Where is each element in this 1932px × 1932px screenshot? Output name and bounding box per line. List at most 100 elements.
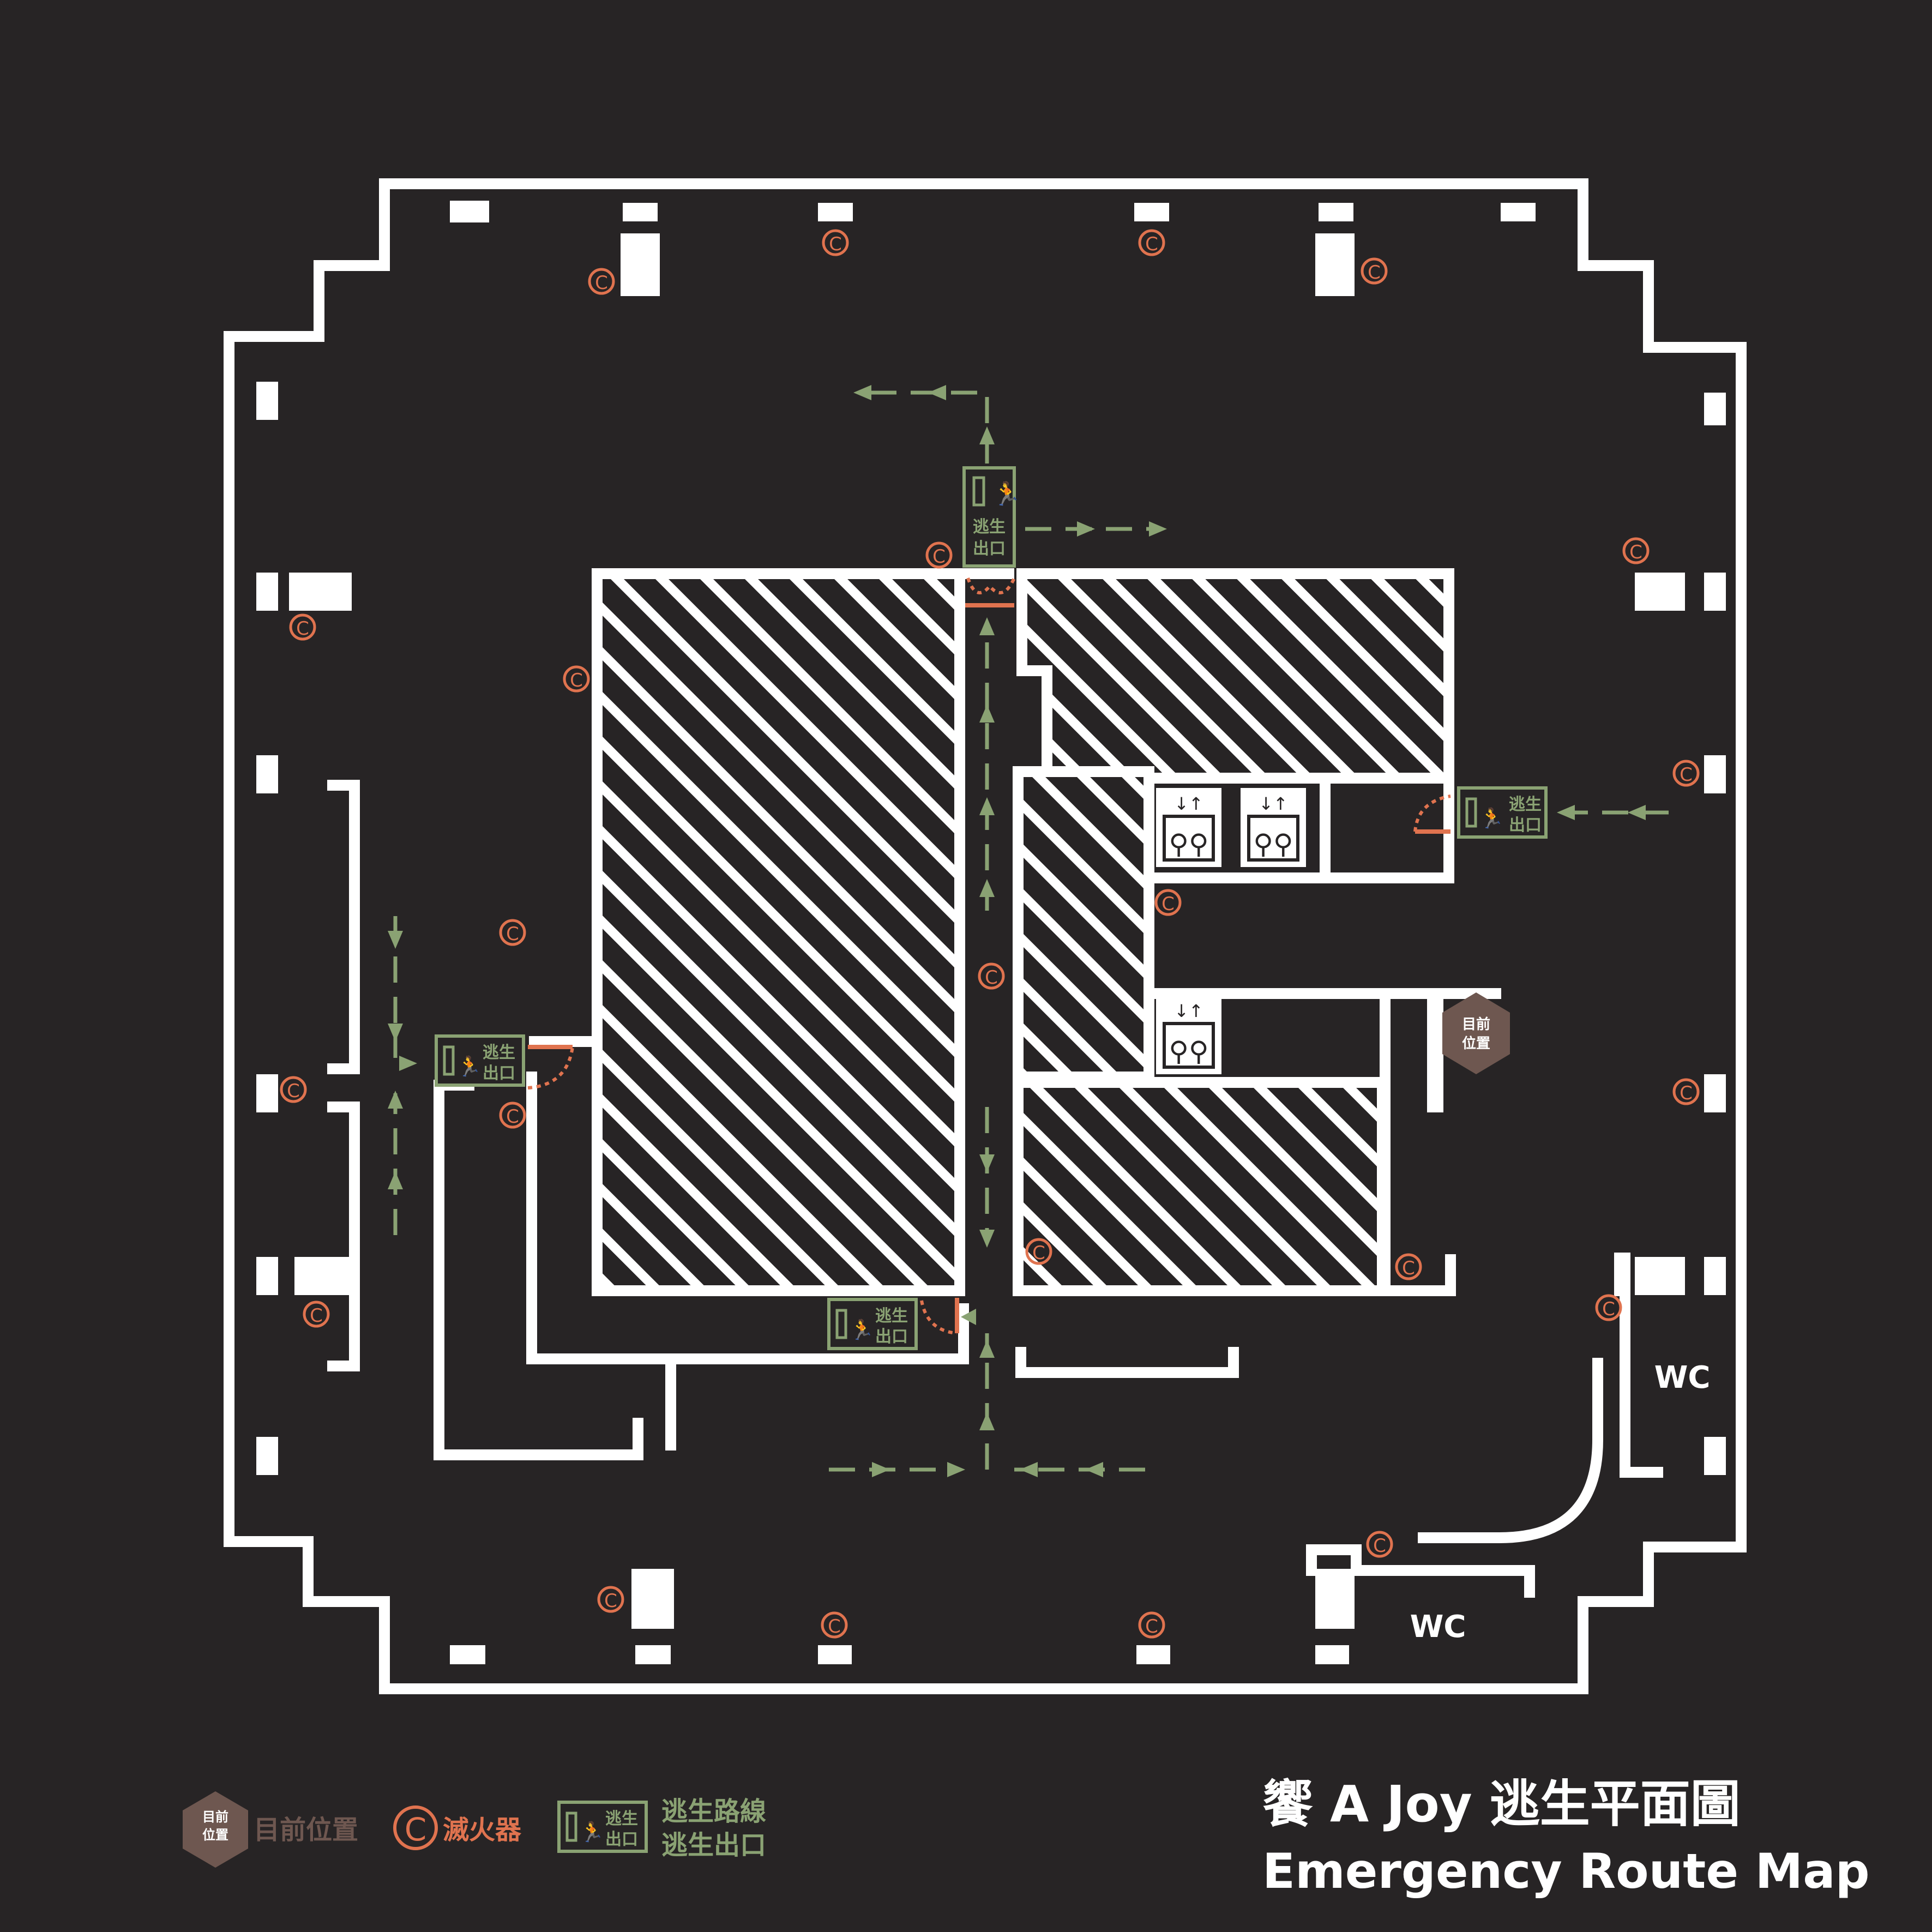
svg-text:C: C (1032, 1242, 1045, 1264)
svg-text:C: C (595, 272, 608, 294)
svg-text:⚲⚲: ⚲⚲ (1169, 828, 1208, 860)
elevator-icon: ↓↑ ⚲⚲ (1156, 995, 1221, 1074)
svg-text:C: C (506, 1106, 519, 1128)
fire-extinguisher-icon: C (978, 962, 1005, 990)
fire-extinguisher-icon: C (1672, 1078, 1700, 1105)
svg-text:🏃: 🏃 (1479, 807, 1504, 830)
svg-text:逃生: 逃生 (875, 1307, 908, 1326)
svg-text:逃生路線: 逃生路線 (661, 1796, 766, 1827)
fire-extinguisher-icon: C (1595, 1294, 1622, 1321)
emergency-exit-icon: 🏃 (992, 480, 1021, 507)
elevator-icon: ↓↑ ⚲⚲ (1241, 788, 1306, 867)
svg-text:逃生: 逃生 (483, 1043, 515, 1062)
fire-extinguisher-icon: C (597, 1586, 624, 1613)
svg-text:🏃: 🏃 (580, 1821, 604, 1844)
svg-text:C: C (1373, 1535, 1386, 1557)
svg-text:出口: 出口 (973, 539, 1006, 558)
fire-extinguisher-icon: C (1138, 229, 1165, 256)
svg-text:出口: 出口 (875, 1327, 908, 1346)
svg-text:目前: 目前 (1462, 1016, 1490, 1033)
svg-text:滅火器: 滅火器 (443, 1815, 522, 1845)
columns (256, 201, 1726, 1664)
svg-text:逃生: 逃生 (1509, 795, 1542, 814)
svg-text:C: C (1680, 1082, 1693, 1104)
doors (527, 577, 1451, 1335)
svg-text:↓↑: ↓↑ (1174, 793, 1203, 814)
fire-extinguisher-icon: C (1622, 537, 1650, 564)
svg-text:C: C (296, 618, 309, 640)
svg-text:C: C (1602, 1298, 1615, 1320)
svg-text:↓↑: ↓↑ (1174, 1001, 1203, 1021)
svg-text:C: C (1680, 764, 1693, 786)
svg-text:C: C (506, 923, 519, 945)
fire-extinguisher-icon: C (1361, 257, 1388, 285)
svg-text:C: C (570, 670, 583, 691)
fire-extinguisher-icon: C (925, 541, 953, 569)
fire-extinguisher-icon: C (822, 229, 849, 256)
fire-extinguisher-icon: C (1395, 1253, 1422, 1280)
legend: 目前 位置 目前位置 C 滅火器 🏃 逃生 出口 逃生路線 逃生出口 (183, 1791, 766, 1868)
legend-current-location: 目前 位置 目前位置 (183, 1791, 358, 1868)
svg-text:C: C (604, 1590, 617, 1612)
svg-text:⚲⚲: ⚲⚲ (1169, 1036, 1208, 1067)
building-outline (224, 178, 1747, 1694)
fire-extinguisher-icon: C (1366, 1531, 1393, 1558)
elevator-icon: ↓↑ ⚲⚲ (1156, 788, 1221, 867)
svg-text:↓↑: ↓↑ (1259, 793, 1288, 814)
exit-sign: 🏃 逃生 出口 (435, 1034, 525, 1087)
escape-routes (393, 390, 1669, 1472)
fire-extinguisher-icon: C (499, 919, 526, 946)
svg-text:目前位置: 目前位置 (254, 1815, 358, 1845)
fire-extinguisher-icon: C (289, 613, 316, 641)
svg-text:C: C (1161, 893, 1175, 915)
title-zh: 饗 A Joy 逃生平面圖 (1262, 1775, 1741, 1833)
interior-walls (327, 568, 1663, 1598)
current-location-icon: 目前 位置 (1442, 992, 1510, 1074)
svg-text:C: C (1145, 1616, 1158, 1638)
svg-text:C: C (829, 233, 842, 255)
core-blocks (592, 568, 1454, 1296)
svg-text:位置: 位置 (202, 1827, 228, 1843)
fire-extinguisher-icon: C (1025, 1238, 1052, 1265)
fire-extinguisher-icon: C (1672, 760, 1700, 787)
fire-extinguisher-icon: C (821, 1611, 848, 1639)
svg-text:C: C (1402, 1257, 1415, 1279)
fire-extinguisher-icon: C (563, 665, 590, 693)
svg-text:C: C (985, 967, 998, 989)
svg-text:🏃: 🏃 (457, 1055, 482, 1078)
svg-text:C: C (1629, 541, 1642, 563)
svg-text:C: C (310, 1305, 323, 1327)
exit-sign: 🏃 逃生 出口 (962, 466, 1021, 568)
exit-sign: 🏃 逃生 出口 (827, 1298, 918, 1350)
svg-text:逃生: 逃生 (605, 1809, 638, 1828)
legend-extinguisher: C 滅火器 (393, 1805, 522, 1850)
svg-text:C: C (287, 1080, 300, 1102)
wc-label: WC (1410, 1609, 1466, 1645)
exit-sign: 🏃 逃生 出口 (1457, 786, 1548, 839)
fire-extinguisher-icon: C (1154, 889, 1182, 916)
fire-extinguisher-icon: C (280, 1076, 307, 1103)
svg-text:🏃: 🏃 (850, 1319, 874, 1341)
elevators: ↓↑ ⚲⚲ ↓↑ ⚲⚲ ↓↑ ⚲⚲ (1156, 788, 1306, 1074)
fire-extinguisher-icon: C (1138, 1611, 1165, 1639)
svg-text:出口: 出口 (483, 1064, 515, 1083)
title-en: Emergency Route Map (1262, 1843, 1870, 1899)
legend-exit: 🏃 逃生 出口 逃生路線 逃生出口 (557, 1796, 766, 1861)
svg-text:位置: 位置 (1462, 1035, 1490, 1052)
fire-extinguisher-icon: C (303, 1301, 330, 1328)
svg-text:C: C (932, 546, 946, 568)
svg-text:C: C (828, 1616, 841, 1638)
escape-route-arrowheads (388, 385, 1646, 1477)
wc-label: WC (1654, 1360, 1711, 1395)
svg-text:C: C (1368, 262, 1381, 284)
svg-text:逃生: 逃生 (973, 517, 1006, 537)
svg-text:逃生出口: 逃生出口 (661, 1830, 766, 1861)
fire-extinguisher-icon: C (588, 268, 615, 295)
svg-text:⚲⚲: ⚲⚲ (1253, 828, 1293, 860)
svg-text:C: C (1145, 233, 1158, 255)
svg-text:出口: 出口 (1509, 816, 1542, 835)
svg-text:C: C (405, 1811, 427, 1848)
svg-text:目前: 目前 (202, 1809, 228, 1825)
svg-text:出口: 出口 (605, 1830, 638, 1849)
